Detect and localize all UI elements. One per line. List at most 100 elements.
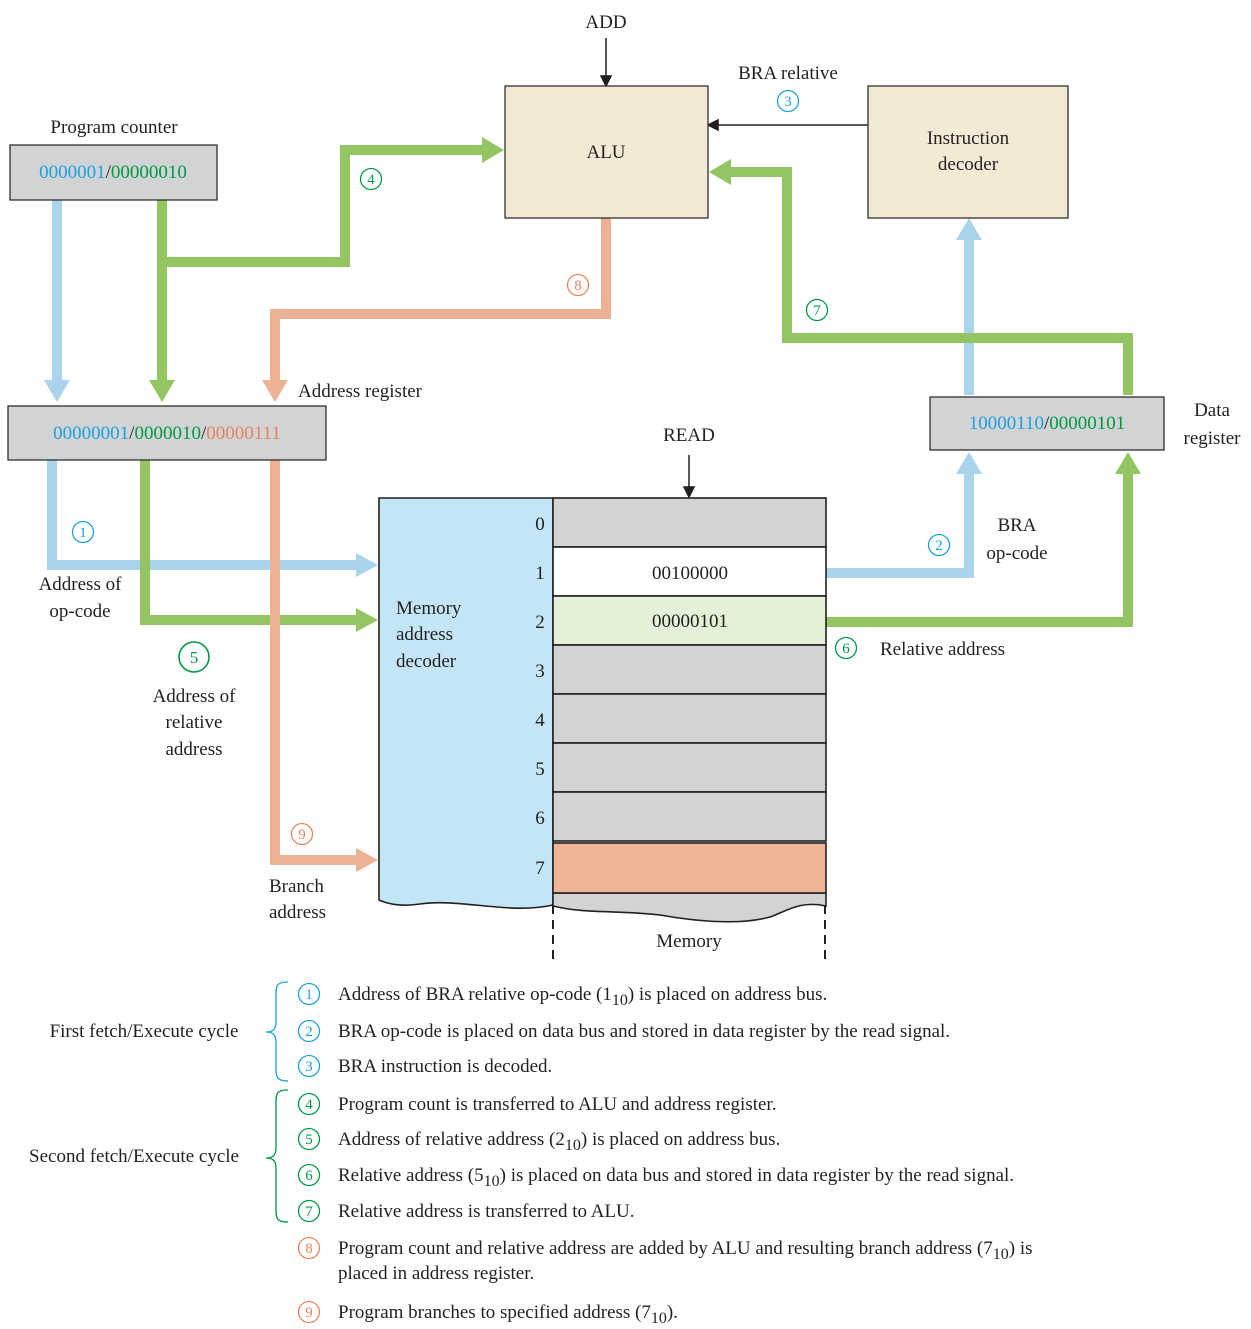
legend-step-1-circle [297, 982, 321, 1006]
arrowhead-to-address-register [262, 380, 288, 402]
step-markers: 1 2 3 4 5 6 7 8 [71, 89, 951, 846]
ar-value-part1: 00000001 [53, 423, 129, 444]
ar-value-part2: 0000010 [134, 423, 201, 444]
pc-value-part2: 00000010 [111, 162, 187, 183]
legend-step-5-circle [297, 1127, 321, 1151]
step-marker-8-circle [566, 273, 590, 297]
arrow-memory-to-data-register [826, 474, 974, 578]
step-marker-9-circle [290, 822, 314, 846]
legend-step-4-num: 4 [305, 1097, 313, 1113]
step-marker-6: 6 [834, 636, 858, 660]
step-marker-4: 4 [359, 167, 383, 191]
program-counter-label: Program counter [50, 117, 178, 138]
address-of-opcode-label-2: op-code [49, 601, 110, 622]
address-register-box [7, 405, 327, 461]
data-register-label-1: Data [1194, 400, 1230, 421]
legend-step-2-circle [297, 1019, 321, 1043]
dr-value-sep: / [1044, 413, 1050, 434]
legend-step-6-after: ) is placed on data bus and stored in da… [500, 1165, 1014, 1186]
legend-step-3-circle [297, 1054, 321, 1078]
step-marker-5-label: 5 [190, 648, 199, 667]
address-register-label: Address register [298, 381, 423, 402]
legend-step-8-after: ) is [1009, 1238, 1033, 1259]
legend-step-3-text: BRA instruction is decoded. [338, 1056, 552, 1077]
instruction-decoder-box [867, 85, 1069, 219]
legend-step-9-circle [297, 1300, 321, 1324]
green-arrowheads [149, 137, 1141, 632]
step-marker-1-label: 1 [79, 525, 87, 541]
arrowhead-to-data-register-green [1115, 452, 1141, 474]
instruction-decoder-label-1: Instruction [927, 128, 1010, 149]
bra-opcode-label-2: op-code [986, 543, 1047, 564]
legend-step-8-main: Program count and relative address are a… [338, 1238, 993, 1259]
branch-address-label-1: Branch [269, 876, 324, 897]
arrowhead-green-pc-down [149, 380, 175, 402]
arrow-step1-opcode-address [47, 460, 358, 570]
blue-arrows [47, 200, 974, 578]
arrowhead-to-decoder [956, 218, 982, 240]
legend-step-6-sub: 10 [484, 1173, 500, 1190]
arrowhead-to-memory-row2 [356, 608, 378, 632]
arrow-step4-to-alu [162, 145, 482, 267]
legend-step-5-text: Address of relative address (210) is pla… [338, 1129, 780, 1154]
step-marker-3-circle [776, 89, 800, 113]
legend-step-9-sub: 10 [651, 1310, 667, 1327]
memory-decoder-label-3: decoder [396, 651, 457, 672]
step-marker-7: 7 [805, 298, 829, 322]
step-marker-2-label: 2 [935, 538, 943, 554]
step-marker-9: 9 [290, 822, 314, 846]
address-of-opcode-label-1: Address of [39, 574, 123, 595]
legend-step-6-text: Relative address (510) is placed on data… [338, 1165, 1014, 1190]
pc-value-sep: / [106, 162, 112, 183]
legend-step-1-after: ) is placed on address bus. [628, 984, 827, 1005]
arrow-step8-alu-to-address-register [270, 218, 611, 380]
legend-step-2: 2 BRA op-code is placed on data bus and … [297, 1019, 950, 1043]
step-marker-1-circle [71, 520, 95, 544]
program-counter-box [9, 144, 218, 201]
ar-value-part3: 00000111 [206, 423, 281, 444]
decoder-to-alu-arrowhead [706, 118, 719, 132]
instruction-decoder-label-2: decoder [938, 154, 999, 175]
step-marker-1: 1 [71, 520, 95, 544]
step-marker-4-circle [359, 167, 383, 191]
memory-decoder-label-2: address [396, 624, 453, 645]
legend-step-1-main: Address of BRA relative op-code (1 [338, 984, 612, 1005]
memory-label: Memory [656, 931, 722, 952]
memory-cell-6 [552, 791, 827, 842]
memory-cell-4 [552, 693, 827, 744]
memory-cells-bottom [552, 892, 827, 923]
alu-label: ALU [586, 142, 625, 163]
legend-step-6-main: Relative address (5 [338, 1165, 484, 1186]
pc-value-part1: 0000001 [39, 162, 106, 183]
read-label: READ [663, 425, 715, 446]
arrowhead-to-memory-row1 [356, 553, 378, 577]
memory-address-4: 4 [535, 710, 545, 731]
legend-step-9: 9 Program branches to specified address … [297, 1300, 678, 1327]
legend-step-6: 6 Relative address (510) is placed on da… [297, 1163, 1014, 1190]
legend-step-4-text: Program count is transferred to ALU and … [338, 1094, 776, 1115]
legend-step-6-num: 6 [305, 1168, 313, 1184]
legend-step-1: 1 Address of BRA relative op-code (110) … [297, 982, 827, 1009]
program-counter-value: 0000001/00000010 [39, 162, 187, 183]
legend-step-9-text: Program branches to specified address (7… [338, 1302, 678, 1327]
control-arrows [599, 38, 868, 499]
memory-cell-0 [552, 497, 827, 548]
memory-cell-3 [552, 644, 827, 695]
legend-step-8-circle [297, 1236, 321, 1260]
add-label: ADD [585, 12, 626, 33]
step-marker-6-label: 6 [842, 641, 850, 657]
legend-step-8: 8 Program count and relative address are… [297, 1236, 1033, 1284]
step-marker-7-label: 7 [813, 303, 821, 319]
legend-step-8-text: Program count and relative address are a… [338, 1238, 1033, 1263]
orange-arrows [270, 218, 611, 865]
memory-decoder [378, 497, 554, 910]
branch-address-label-2: address [269, 902, 326, 923]
legend: First fetch/Execute cycle Second fetch/E… [29, 981, 1033, 1327]
alu-box [504, 85, 709, 219]
memory-address-0: 0 [535, 514, 545, 535]
arrow-step7-to-alu [730, 167, 1133, 395]
step-marker-4-label: 4 [367, 172, 375, 188]
memory-cell-2 [552, 595, 827, 646]
legend-step-3-num: 3 [305, 1059, 313, 1075]
